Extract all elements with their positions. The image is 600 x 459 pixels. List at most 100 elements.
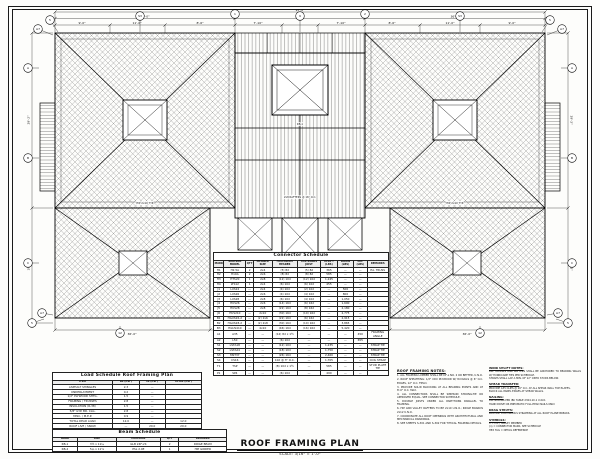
- member-annotations: RB-1 HIP 2x10 TYP. HIP 2x10 TYP. 2x8 RAF…: [136, 121, 465, 205]
- center-lower-stubs: [237, 217, 363, 257]
- note-line: (n) = CONNECTOR MARK, SEE SCHEDULE: [489, 425, 541, 429]
- grid-bubble: [557, 24, 567, 34]
- table-cell: —: [336, 330, 355, 339]
- grid-bubble: [563, 318, 573, 328]
- table-cell: 1: [159, 446, 180, 453]
- table-cell: (12) 8d x 1½: [271, 330, 298, 339]
- right-wing-hip-roof: [364, 32, 546, 209]
- grid-bubble: [567, 63, 577, 73]
- grid-bubble: [135, 11, 145, 21]
- dim-label: 8'-6": [196, 21, 204, 25]
- grid-bubble: [23, 258, 33, 268]
- grid-bubble: [567, 153, 577, 163]
- table-cell: [366, 370, 390, 376]
- note-line: 8. SEE SHEETS S-301 AND S-302 FOR TYPICA…: [397, 422, 482, 426]
- table-cell: —: [245, 362, 254, 372]
- member-label: HIP 2x10 TYP.: [136, 201, 154, 205]
- column-header: REMARKS: [366, 259, 390, 269]
- dim-label: 29'-2": [570, 115, 574, 125]
- grid-bubble: [115, 328, 125, 338]
- grid-bubble: [37, 308, 47, 318]
- grid-bubble-label: A7: [560, 27, 564, 31]
- table-cell: —: [253, 362, 273, 372]
- left-wing-hip-roof: [54, 32, 236, 209]
- dim-label: 8'-6": [388, 21, 396, 25]
- side-porch-roofs: [39, 102, 561, 192]
- sheet-scale: SCALE: 3/16" = 1'-0": [279, 451, 321, 456]
- grid-bubble-label: A: [27, 66, 30, 70]
- sheet-title: ROOF FRAMING PLAN: [236, 439, 364, 451]
- table-cell: P1: [212, 370, 225, 376]
- column-header: UPLIFT (LBS): [320, 259, 338, 269]
- grid-bubble-label: A: [571, 66, 574, 70]
- column-header: FASTENERS JOIST: [296, 259, 322, 269]
- grid-bubble: [475, 328, 485, 338]
- column-header: QTY: [245, 259, 254, 269]
- grid-bubble-label: B: [27, 156, 29, 160]
- grid-bubble-label: 9: [299, 14, 301, 18]
- note-line: ALL NAILING PER IBC TABLE 2304.10.1 U.N.…: [489, 399, 546, 403]
- member-label: HIP 2x10 TYP.: [446, 201, 464, 205]
- table-cell: PSL 2.0E: [115, 446, 161, 453]
- grid-bubble-label: A7: [556, 311, 560, 315]
- table-cell: HIP GIRDER: [178, 446, 227, 453]
- table-cell: 5¼ x 11⅞: [76, 446, 117, 453]
- title-block: ROOF FRAMING PLAN SCALE: 3/16" = 1'-0": [225, 431, 375, 456]
- table-cell: RB-2: [52, 446, 78, 453]
- dim-label: 9'-0": [508, 21, 516, 25]
- table-cell: A35: [223, 330, 247, 339]
- notes-block-title: DRAG STRUTS:: [489, 408, 514, 413]
- dim-label: 11'-0": [445, 21, 455, 25]
- grid-bubble: [567, 258, 577, 268]
- dim-label: 93'-8": [295, 8, 305, 12]
- left-wing-lower-hip-roof: [54, 207, 211, 319]
- grid-bubble-label: C: [27, 261, 29, 265]
- grid-bubble: [553, 308, 563, 318]
- table-cell: A1: [212, 330, 225, 339]
- note-line: 3. PROVIDE SOLID BLOCKING AT ALL BEARING…: [397, 385, 483, 392]
- table-cell: (6) 10d: [271, 370, 298, 376]
- grid-bubble-label: B: [571, 156, 573, 160]
- note-line: X = HIP / VALLEY MEMBER: [489, 422, 522, 426]
- table-cell: —: [336, 362, 355, 372]
- table-cell: —: [296, 370, 322, 376]
- table-cell: —: [336, 370, 355, 376]
- dim-label: 29'-2": [27, 115, 31, 125]
- dim-label: 36'-0": [140, 15, 150, 19]
- dim-label: 36'-0": [127, 332, 137, 336]
- center-joist-field: [234, 32, 366, 219]
- grid-bubble-label: 2: [364, 12, 366, 16]
- table-cell: —: [353, 362, 368, 372]
- roof-framing-notes-body: 1. ALL FRAMING LUMBER SHALL BE DF-L NO. …: [397, 374, 483, 425]
- grid-bubble-label: A7: [40, 311, 44, 315]
- table-cell: —: [353, 370, 368, 376]
- general-notes-column: WIND UPLIFT NOTES:ALL TRUSSES AND RAFTER…: [489, 366, 581, 434]
- grid-bubble-label: S3: [458, 14, 462, 18]
- note-line: 1. ALL FRAMING LUMBER SHALL BE DF-L NO. …: [397, 374, 483, 378]
- grid-bubble: [33, 24, 43, 34]
- grid-bubble-label: C: [571, 261, 573, 265]
- table-cell: —: [296, 362, 322, 372]
- grid-bubble: [295, 11, 305, 21]
- notes-block: WIND UPLIFT NOTES:ALL TRUSSES AND RAFTER…: [489, 366, 581, 380]
- grid-bubble: [360, 9, 370, 19]
- grid-bubble-label: S3: [138, 14, 142, 18]
- dim-label: 36'-0": [450, 15, 460, 19]
- table-cell: —: [245, 330, 254, 339]
- grid-bubble: [45, 15, 55, 25]
- grid-bubble-label: 5: [567, 321, 569, 325]
- grid-bubble-label: 12: [118, 331, 122, 335]
- dim-label: 7'-10": [253, 21, 263, 25]
- table-cell: STUD PLATE TIE: [366, 362, 390, 372]
- notes-block: SHEAR TRANSFER:PROVIDE A35 CLIPS @ 16" O…: [489, 382, 581, 393]
- table-cell: —: [253, 330, 273, 339]
